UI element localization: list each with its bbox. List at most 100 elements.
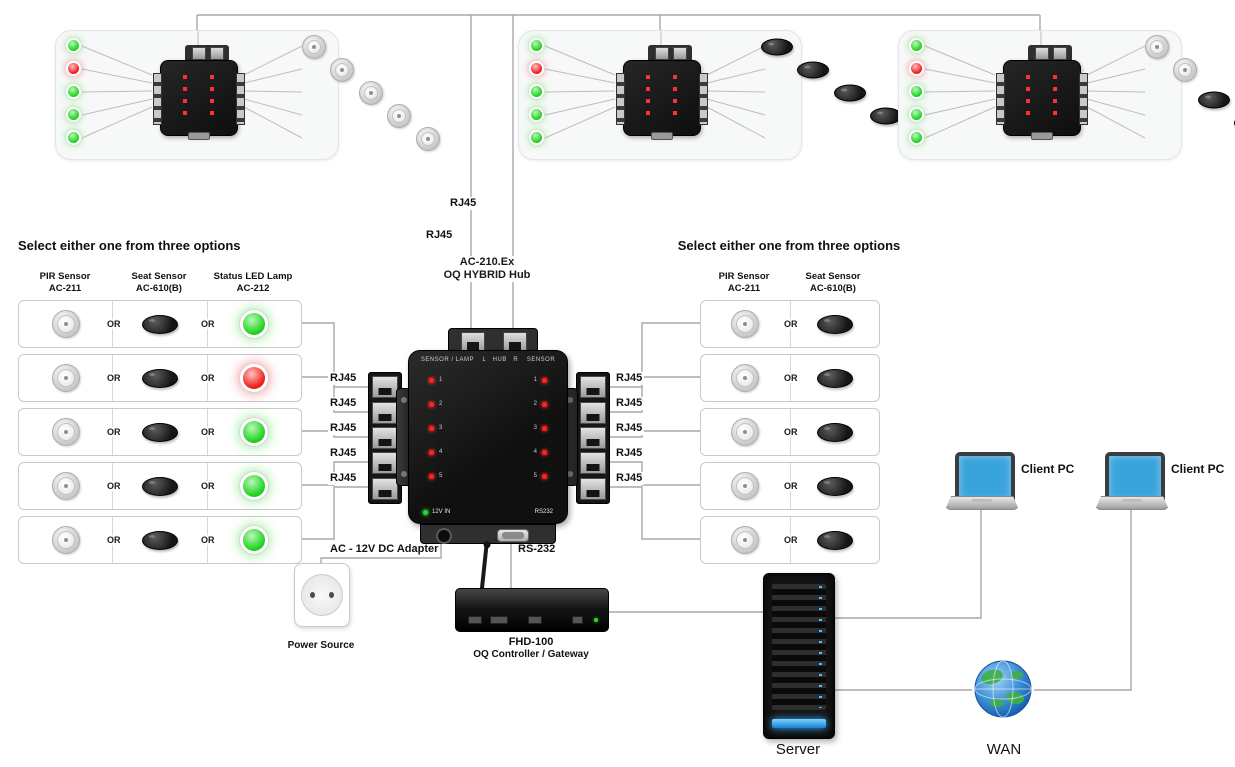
rj45-label: RJ45 (328, 472, 359, 485)
status-led-icon (911, 40, 922, 51)
rj45-port (1035, 47, 1049, 60)
or-label: OR (782, 427, 800, 437)
device-port (468, 616, 482, 624)
red-led-icon (429, 377, 434, 383)
seat-sensor-icon (816, 422, 853, 442)
rj45-label: RJ45 (328, 372, 359, 385)
led-number: 3 (533, 425, 537, 431)
hub-panel-text: SENSOR / LAMP L HUB R SENSOR (420, 357, 556, 363)
pir-option-cell (19, 517, 114, 563)
rj45-label: RJ45 (614, 472, 645, 485)
or-label: OR (105, 373, 123, 383)
server-slats (772, 584, 826, 710)
mini-hub-body (616, 60, 708, 140)
led-number: 2 (439, 401, 443, 407)
hub-cluster-1 (55, 30, 440, 160)
seat-sensor-icon (816, 476, 853, 496)
pir-sensor-icon (51, 472, 80, 500)
pir-sensor-icon (51, 418, 80, 446)
sensor-option-row: OR (700, 300, 880, 348)
rj45-label: RJ45 (614, 447, 645, 460)
serial-connector (188, 132, 210, 140)
rj45-port (372, 376, 398, 399)
lamp-option-cell (208, 301, 301, 347)
lamp-option-cell (208, 463, 301, 509)
laptop-base (1095, 496, 1169, 510)
laptop-screen (955, 452, 1015, 504)
rj45-jack-strip-right (576, 372, 610, 504)
rj45-label: RJ45 (614, 372, 645, 385)
lamp-option-cell (208, 409, 301, 455)
or-label: OR (105, 319, 123, 329)
rj45-port (1053, 47, 1067, 60)
rj45-port (580, 426, 606, 449)
seat-option-cell (791, 355, 880, 401)
power-label: 12V IN (432, 509, 451, 515)
or-label: OR (199, 535, 217, 545)
hub-led-row: 4 (534, 449, 547, 455)
status-led-icon (911, 63, 922, 74)
pir-sensor-icon (731, 472, 760, 500)
status-led-icon (911, 86, 922, 97)
hub-body: SENSOR / LAMP L HUB R SENSOR 1 2 3 4 5 1… (408, 350, 568, 524)
rj45-label: RJ45 (328, 447, 359, 460)
pir-option-cell (19, 301, 114, 347)
rj45-jack-strip (616, 73, 625, 125)
serial-connector (651, 132, 673, 140)
seat-sensor-icon (816, 314, 853, 334)
seat-sensor-icon (141, 368, 178, 388)
or-label: OR (782, 481, 800, 491)
lamp-option-cell (208, 355, 301, 401)
red-led-icon (542, 449, 547, 455)
sensor-option-row: OR (700, 408, 880, 456)
seat-sensor-icon (816, 530, 853, 550)
controller-desc-label: OQ Controller / Gateway (473, 649, 589, 660)
cluster-wires (544, 31, 766, 139)
seat-option-cell (113, 409, 208, 455)
sensor-option-row: OR OR (18, 516, 302, 564)
sensor-option-row: OR OR (18, 300, 302, 348)
red-led-icon (429, 473, 434, 479)
hub-led-column (646, 75, 650, 121)
hub-led-row: 3 (534, 425, 547, 431)
or-label: OR (105, 427, 123, 437)
room-sensor-icon (833, 84, 866, 102)
status-led-icon (531, 86, 542, 97)
pir-option-cell (701, 355, 791, 401)
room-sensor-icon (797, 61, 830, 79)
hub-led-row: 2 (429, 401, 442, 407)
mini-hub-device (615, 41, 708, 145)
rj45-port (580, 376, 606, 399)
seat-option-cell (791, 409, 880, 455)
rj45-jack-strip (153, 73, 162, 125)
pir-sensor-icon (731, 364, 760, 392)
pir-sensor-icon (731, 418, 760, 446)
pir-option-cell (701, 409, 791, 455)
led-number: 3 (439, 425, 443, 431)
seat-sensor-icon (141, 530, 178, 550)
sensor-option-row: OR (700, 462, 880, 510)
seat-option-cell (113, 517, 208, 563)
left-section-title: Select either one from three options (18, 238, 241, 253)
led-number: 2 (533, 401, 537, 407)
hub-led-column (673, 75, 677, 121)
client-pc-1 (945, 452, 1019, 510)
status-led-icon (68, 63, 79, 74)
room-sensor-icon (330, 58, 355, 82)
cluster-wires (924, 31, 1146, 139)
device-port (528, 616, 542, 624)
hub-led-row: 5 (534, 473, 547, 479)
pir-option-cell (701, 517, 791, 563)
socket-hole (310, 592, 315, 598)
pir-sensor-icon (731, 310, 760, 338)
cluster-wires (81, 31, 303, 139)
adapter-label: AC - 12V DC Adapter (330, 543, 439, 555)
red-led-icon (542, 473, 547, 479)
pir-sensor-icon (51, 310, 80, 338)
fhd-controller-device (455, 588, 609, 632)
